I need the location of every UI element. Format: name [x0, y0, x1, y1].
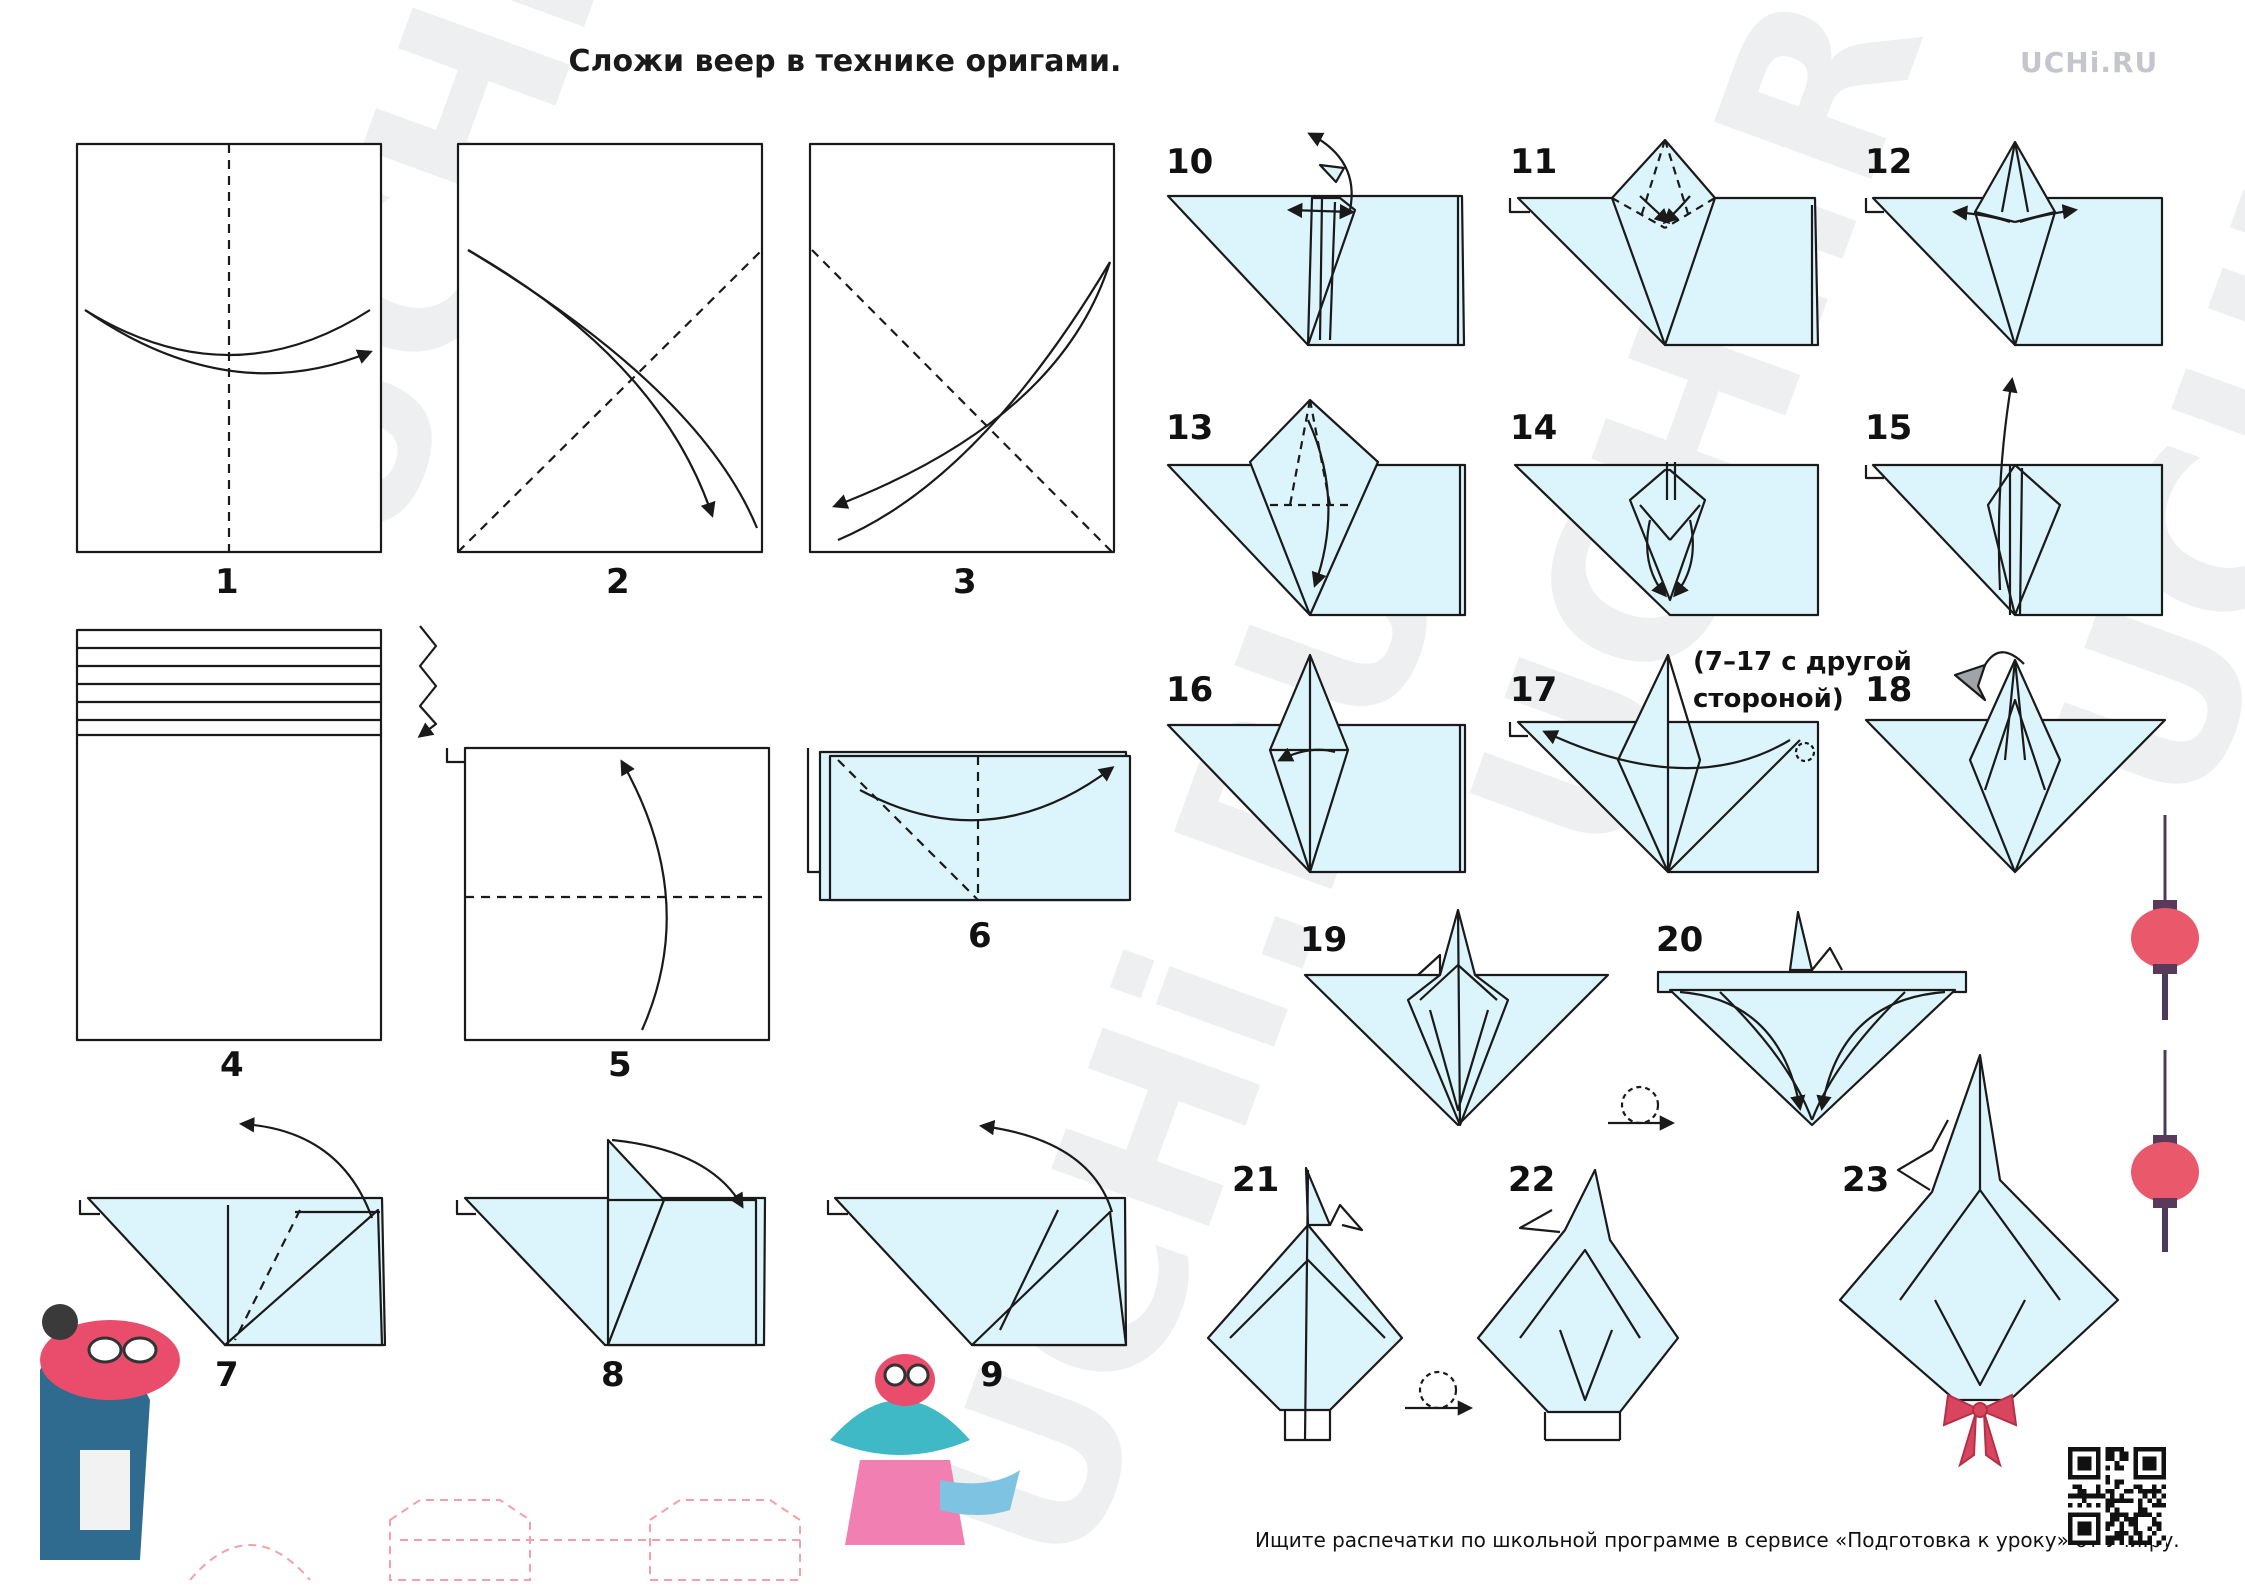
step-19-diagram [1303, 908, 1610, 1127]
step-number-9: 9 [980, 1355, 1004, 1395]
step-13-diagram [1166, 398, 1467, 617]
step-20-diagram [1608, 910, 1968, 1131]
step-number-22: 22 [1508, 1160, 1556, 1200]
step-number-20: 20 [1656, 920, 1704, 960]
character-fan [830, 1354, 1020, 1545]
step-number-4: 4 [220, 1045, 244, 1085]
step-12-diagram [1864, 140, 2164, 347]
decorative-border [189, 1499, 801, 1581]
footer-text: Ищите распечатки по школьной программе в… [1255, 1528, 2180, 1552]
step-17-diagram [1508, 653, 1820, 874]
step-number-5: 5 [608, 1045, 632, 1085]
step-15-diagram [1864, 376, 2164, 617]
lantern-top [2131, 815, 2199, 1020]
step-8-diagram [455, 1138, 767, 1347]
step-number-15: 15 [1865, 408, 1913, 448]
step-18-diagram [1864, 651, 2167, 874]
step-number-23: 23 [1842, 1160, 1890, 1200]
qr-code[interactable] [2068, 1447, 2166, 1545]
step-23-diagram [1838, 1053, 2120, 1402]
step-number-7: 7 [215, 1355, 239, 1395]
page-title: Сложи веер в технике оригами. [568, 44, 1122, 79]
step-number-17: 17 [1510, 670, 1558, 710]
step-number-8: 8 [601, 1355, 625, 1395]
lantern-bottom [2131, 1050, 2199, 1252]
step-number-19: 19 [1300, 920, 1348, 960]
step-number-14: 14 [1510, 408, 1558, 448]
step-14-diagram [1513, 462, 1820, 617]
step-number-18: 18 [1865, 670, 1913, 710]
step-number-12: 12 [1865, 142, 1913, 182]
step-10-diagram [1166, 132, 1466, 347]
step-21-diagram [1206, 1166, 1474, 1442]
step-16-diagram [1166, 653, 1467, 874]
step-3-diagram [808, 142, 1116, 554]
step-number-6: 6 [968, 916, 992, 956]
step-6-diagram [806, 748, 1132, 902]
step-4-diagram [75, 625, 438, 1042]
ribbon-bow [1942, 1393, 2018, 1468]
step-number-2: 2 [606, 562, 630, 602]
step-22-diagram [1476, 1168, 1680, 1442]
step-9-diagram [826, 1119, 1128, 1347]
step-number-16: 16 [1166, 670, 1214, 710]
character-dragon [40, 1304, 180, 1560]
step-7-diagram [78, 1117, 387, 1347]
brand-logo: UCHi.RU [2020, 46, 2159, 79]
step-2-diagram [456, 142, 764, 554]
step-number-3: 3 [953, 562, 977, 602]
step-11-diagram [1508, 138, 1820, 347]
step-number-13: 13 [1166, 408, 1214, 448]
step-number-10: 10 [1166, 142, 1214, 182]
step-5-diagram [445, 746, 771, 1042]
step-1-diagram [75, 142, 383, 554]
step-number-21: 21 [1232, 1160, 1280, 1200]
repeat-note: (7–17 с другой стороной) [1693, 647, 1912, 714]
step-number-1: 1 [215, 562, 239, 602]
step-number-11: 11 [1510, 142, 1558, 182]
